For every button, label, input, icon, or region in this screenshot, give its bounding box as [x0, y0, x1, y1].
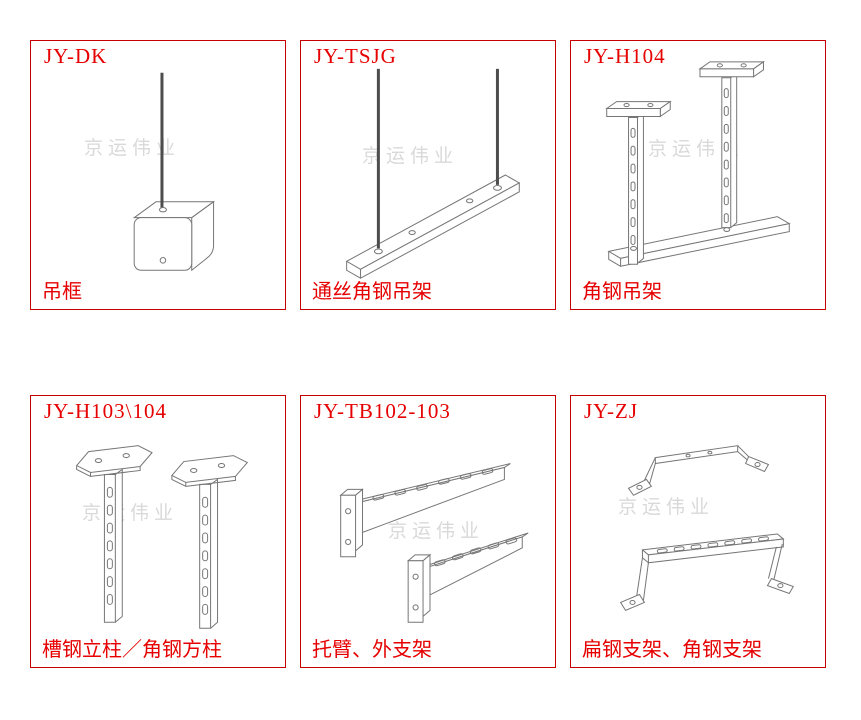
- angle-steel-bar: [347, 175, 520, 278]
- watermark-text: 京运伟业: [84, 138, 181, 159]
- panel-jy-h104: 京运伟业: [570, 40, 826, 310]
- product-code: JY-H104: [584, 44, 666, 68]
- product-caption: 槽钢立柱／角钢方柱: [42, 639, 222, 661]
- panel-jy-h103-104: 京运伟业: [30, 395, 286, 668]
- bottom-angle-bar: [609, 217, 790, 267]
- left-post: [629, 112, 644, 264]
- channel-column-drawing: [31, 396, 285, 667]
- left-top-plate: [607, 102, 671, 117]
- watermark-text: 京运伟业: [388, 521, 485, 542]
- right-column: [172, 456, 247, 629]
- cantilever-arm-2: [408, 533, 528, 622]
- product-caption: 角钢吊架: [582, 281, 662, 303]
- frame-box: [134, 202, 213, 270]
- product-caption: 吊框: [42, 281, 82, 303]
- product-code: JY-DK: [44, 44, 108, 68]
- product-code: JY-H103\104: [44, 399, 168, 423]
- product-code: JY-TSJG: [314, 44, 397, 68]
- watermark-text: 京运伟业: [618, 497, 715, 518]
- watermark-text: 京运伟业: [648, 139, 745, 160]
- flat-bracket-small: [629, 446, 769, 496]
- threaded-rod-hanger-drawing: [301, 41, 555, 309]
- watermark-text: 京运伟业: [362, 146, 459, 167]
- right-top-plate: [700, 62, 764, 77]
- cantilever-arm-drawing: [301, 396, 555, 667]
- cantilever-arm-1: [341, 464, 511, 557]
- product-code: JY-TB102-103: [314, 399, 451, 423]
- flat-steel-bracket-drawing: [571, 396, 825, 667]
- angle-hanger-drawing: [571, 41, 825, 309]
- product-caption: 通丝角钢吊架: [312, 281, 432, 303]
- panel-jy-dk: 京运伟业 JY-DK 吊框: [30, 40, 286, 310]
- product-caption: 扁钢支架、角钢支架: [582, 639, 762, 661]
- product-caption: 托臂、外支架: [312, 639, 432, 661]
- panel-jy-tb102-103: 京运伟业: [300, 395, 556, 668]
- panel-jy-tsjg: 京运伟业 JY-TSJG 通丝角钢吊架: [300, 40, 556, 310]
- flat-bracket-large: [621, 534, 794, 610]
- left-column: [77, 446, 152, 623]
- product-code: JY-ZJ: [584, 399, 639, 423]
- hanging-frame-drawing: [31, 41, 285, 309]
- panel-jy-zj: 京运伟业: [570, 395, 826, 668]
- right-post: [722, 73, 737, 228]
